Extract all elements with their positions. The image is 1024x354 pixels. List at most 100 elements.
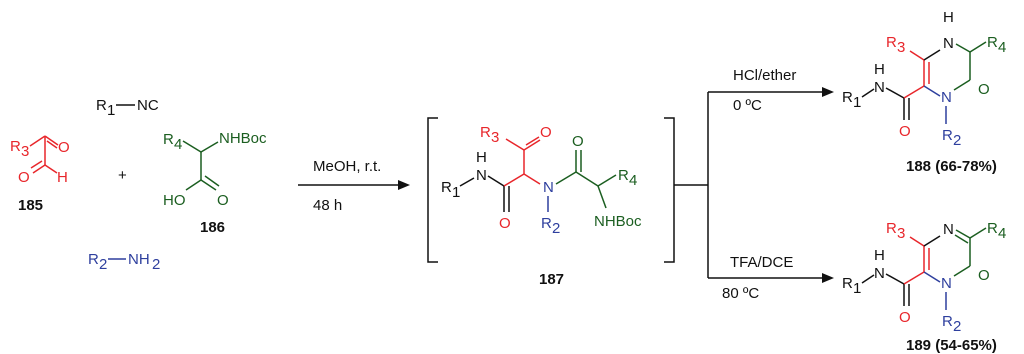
int-r1: R (441, 179, 452, 196)
branch-top-conditions-below: 0 ºC (733, 97, 762, 114)
int-r3-sub: 3 (491, 129, 499, 146)
int-o-gly: O (572, 133, 584, 150)
p189-bond-c2 (903, 271, 925, 285)
int-bond-r4 (597, 174, 617, 187)
int-o-ketone: O (540, 124, 552, 141)
compound-label-189: 189 (54-65%) (906, 337, 997, 354)
glyoxal-185: R 3 O O H 185 (10, 135, 70, 214)
branch-top-arrowhead (822, 87, 834, 97)
p188-n-amide: N (874, 79, 885, 96)
glyoxal-o-bottom: O (18, 169, 30, 186)
p189-bond-nc (885, 273, 905, 285)
step1-conditions-below: 48 h (313, 197, 342, 214)
product-188: R 1 H N O R 3 H N R 4 O N R 2 188 (66-78… (842, 9, 1006, 175)
amine-group: NH (128, 251, 150, 268)
int-r4-sub: 4 (629, 172, 637, 189)
p189-r1-sub: 1 (853, 280, 861, 297)
p189-bond-r3 (909, 236, 925, 247)
product-189: R 1 H N O R 3 N R 4 O N R 2 189 (54-65%) (842, 220, 1006, 354)
acid-bond-oh (185, 179, 202, 191)
p189-r3-sub: 3 (897, 225, 905, 242)
int-h: H (476, 149, 487, 166)
p189-r4-sub: 4 (998, 225, 1006, 242)
p188-bond-n-c5 (955, 43, 971, 53)
glyoxal-bond-h (44, 164, 58, 174)
isocyanide-group: NC (137, 97, 159, 114)
int-bond-nco (555, 171, 577, 185)
isocyanide-r: R (96, 97, 107, 114)
isocyanide-r-sub: 1 (107, 102, 115, 119)
p188-r4: R (987, 34, 998, 51)
int-nhboc: NHBoc (594, 213, 642, 230)
acid-bond-co (200, 179, 217, 191)
p189-bond-r4 (969, 227, 987, 239)
p188-n-ring-top: N (943, 35, 954, 52)
int-r1-sub: 1 (452, 184, 460, 201)
bracket-right (664, 117, 675, 263)
glyoxal-bond-co (44, 135, 59, 146)
int-bond-ketone (523, 139, 541, 151)
int-bond-cn (523, 173, 541, 185)
acid-o: O (217, 192, 229, 209)
p188-bond-c6n (953, 79, 971, 91)
int-r3: R (480, 124, 491, 141)
amine-reagent: R 2 NH 2 (88, 251, 160, 273)
p189-bond-n-c2 (923, 271, 941, 283)
p188-bond-r3 (909, 50, 925, 61)
bracket-left (427, 117, 438, 263)
branch-bottom-conditions-below: 80 ºC (722, 285, 759, 302)
int-bond-gly-c (575, 171, 599, 187)
int-bond-r1n (459, 177, 475, 187)
p188-r2-sub: 2 (953, 132, 961, 149)
int-r4: R (618, 167, 629, 184)
p189-n-ring-bot: N (941, 275, 952, 292)
acid-ho: HO (163, 192, 186, 209)
glyoxal-bond-c2o (32, 164, 46, 174)
glyoxal-h: H (57, 169, 68, 186)
p188-n-ring-bot: N (941, 89, 952, 106)
step1-conditions-above: MeOH, r.t. (313, 158, 381, 175)
glyoxal-bond-r (29, 135, 46, 147)
p188-r1-sub: 1 (853, 94, 861, 111)
step1-arrowhead (398, 180, 410, 190)
p188-h-amide: H (874, 61, 885, 78)
glyoxal-r-sub: 3 (21, 143, 29, 160)
int-r2: R (541, 215, 552, 232)
int-o-amide: O (499, 215, 511, 232)
intermediate-187: R 1 H N O R 3 O N R 2 O R 4 NHBoc 187 (441, 124, 642, 288)
acid-nhboc: NHBoc (219, 130, 267, 147)
amine-group-sub: 2 (152, 256, 160, 273)
int-bond-nhboc (597, 185, 607, 209)
p189-r1: R (842, 275, 853, 292)
p188-bond-r1n (861, 88, 875, 98)
p189-o-ring: O (978, 267, 990, 284)
p188-r1: R (842, 89, 853, 106)
p188-r3-sub: 3 (897, 39, 905, 56)
p189-bond-n-c5 (955, 229, 971, 239)
compound-label-187: 187 (539, 271, 564, 288)
p189-r3: R (886, 220, 897, 237)
int-bond-nc (487, 175, 505, 187)
p189-r4: R (987, 220, 998, 237)
compound-label-186: 186 (200, 219, 225, 236)
p188-r2: R (942, 127, 953, 144)
p188-r3: R (886, 34, 897, 51)
p189-h-amide: H (874, 247, 885, 264)
p189-n-ring-top: N (943, 221, 954, 238)
branch-arrows: HCl/ether 0 ºC TFA/DCE 80 ºC (674, 67, 834, 302)
amino-acid-186: R 4 NHBoc HO O 186 (163, 130, 267, 236)
p189-bond-r1n (861, 274, 875, 284)
p188-bond-c2 (903, 85, 925, 99)
int-bond-calpha (503, 173, 525, 187)
p188-bond-r4 (969, 41, 987, 53)
glyoxal-r: R (10, 138, 21, 155)
p189-bond-c6n (953, 265, 971, 277)
branch-bottom-conditions-above: TFA/DCE (730, 254, 793, 271)
p188-r4-sub: 4 (998, 39, 1006, 56)
p189-r2-sub: 2 (953, 318, 961, 335)
isocyanide-reagent: R 1 NC (96, 97, 159, 119)
compound-label-188: 188 (66-78%) (906, 158, 997, 175)
compound-label-185: 185 (18, 197, 43, 214)
p189-r2: R (942, 313, 953, 330)
